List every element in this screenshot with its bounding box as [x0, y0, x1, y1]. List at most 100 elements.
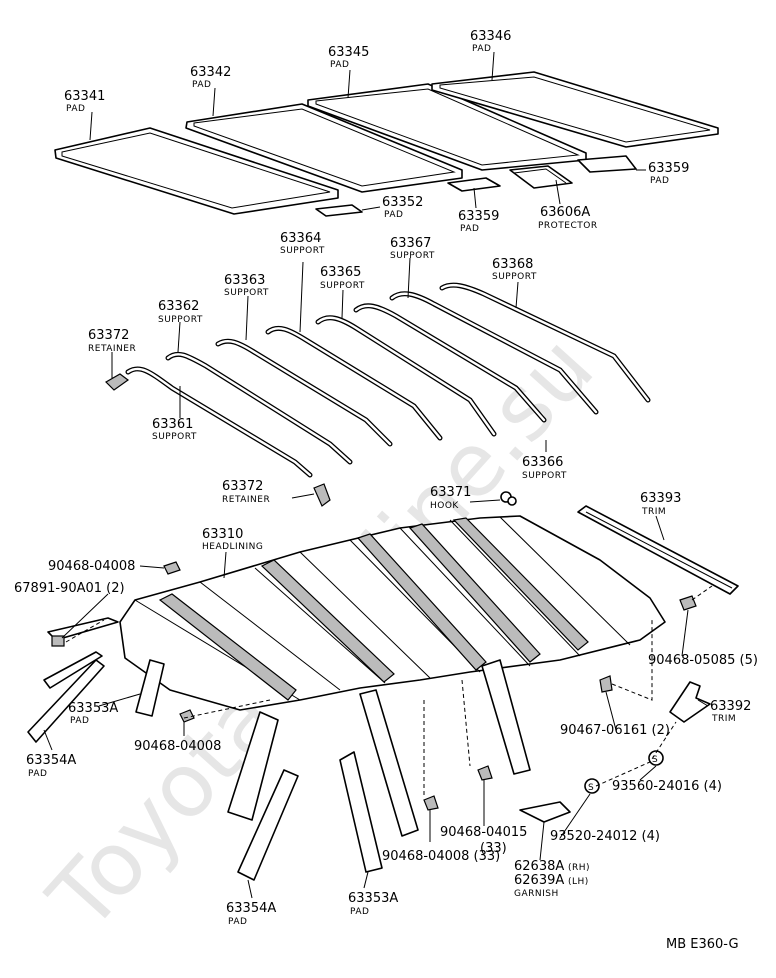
label-90468-04008-mid[interactable]: 90468-04008: [134, 739, 221, 754]
part-number: 63364: [280, 231, 321, 246]
part-number: 63346: [470, 29, 511, 44]
quantity: (33): [480, 841, 507, 856]
label-63361[interactable]: 63361 SUPPORT: [152, 417, 197, 442]
clip-67891-shape[interactable]: [51, 635, 65, 647]
support-63365-shape[interactable]: [315, 315, 497, 437]
part-number: 63359: [458, 209, 499, 224]
part-name: HOOK: [430, 501, 459, 511]
label-63359-right[interactable]: 63359 PAD: [648, 161, 689, 186]
pad-63359-right-shape[interactable]: [577, 155, 637, 173]
part-name: TRIM: [711, 714, 736, 724]
support-63363-shape[interactable]: [215, 338, 393, 447]
trim-63393-shape[interactable]: [577, 505, 739, 595]
support-63361-shape[interactable]: [125, 366, 313, 478]
label-63354a-bottom[interactable]: 63354A PAD: [226, 901, 276, 927]
pad-63354a-left-strip-shape[interactable]: [43, 651, 103, 689]
part-name: GARNISH: [514, 889, 559, 899]
part-number: 63372: [222, 479, 263, 494]
label-90467-06161[interactable]: 90467-06161 (2): [560, 723, 670, 738]
pad-63353a-bottom-shape[interactable]: [339, 751, 383, 873]
clip-90468-05085-shape[interactable]: [679, 595, 697, 611]
label-63354a-left[interactable]: 63354A PAD: [26, 753, 76, 779]
part-number: 63606A: [540, 205, 590, 220]
part-name: SUPPORT: [492, 272, 537, 282]
part-name: TRIM: [641, 507, 666, 517]
label-93520-24012[interactable]: 93520-24012 (4): [550, 829, 660, 844]
label-63353a-left[interactable]: 63353A PAD: [68, 701, 118, 726]
screw-93560-24016-icon[interactable]: S: [648, 750, 664, 766]
label-63353a-bottom[interactable]: 63353A PAD: [348, 891, 398, 917]
label-63371[interactable]: 63371 HOOK: [430, 485, 471, 511]
assembly-line: [65, 619, 105, 643]
label-garnish[interactable]: 62638A (RH) 62639A (LH) GARNISH: [514, 859, 590, 899]
part-name: PAD: [460, 224, 479, 234]
label-63606a[interactable]: 63606A PROTECTOR: [538, 205, 598, 231]
label-63368[interactable]: 63368 SUPPORT: [492, 257, 537, 282]
pad-63353a-center-shape[interactable]: [359, 689, 419, 837]
support-63364-shape[interactable]: [265, 325, 443, 441]
support-63367-shape[interactable]: [389, 291, 599, 415]
pad-63354a-pillar-shape[interactable]: [227, 711, 279, 821]
label-63367[interactable]: 63367 SUPPORT: [390, 236, 435, 261]
part-number-lh: 62639A: [514, 873, 564, 888]
label-93560-24016[interactable]: 93560-24016 (4): [612, 779, 722, 794]
retainer-63372-center-shape[interactable]: [313, 483, 331, 507]
label-63342[interactable]: 63342 PAD: [190, 65, 231, 90]
pad-63352-shape[interactable]: [315, 204, 363, 217]
label-63359[interactable]: 63359 PAD: [458, 209, 499, 234]
label-63365[interactable]: 63365 SUPPORT: [320, 265, 365, 291]
pad-63353a-leftmid-shape[interactable]: [135, 659, 165, 717]
support-63368-shape[interactable]: [439, 282, 651, 403]
label-63352[interactable]: 63352 PAD: [382, 195, 423, 220]
clip-90468-04015-shape[interactable]: [477, 765, 493, 781]
label-63345[interactable]: 63345 PAD: [328, 45, 369, 70]
part-name: SUPPORT: [224, 288, 269, 298]
part-number: 63365: [320, 265, 361, 280]
screw-90467-06161-shape[interactable]: [599, 675, 613, 693]
label-63393[interactable]: 63393 TRIM: [640, 491, 681, 517]
pad-63354a-bottom-shape[interactable]: [237, 769, 299, 881]
hook-63371-shape[interactable]: [500, 491, 517, 506]
pad-63359-shape[interactable]: [447, 177, 501, 192]
part-name: PAD: [350, 907, 369, 917]
pad-63354a-left-shape[interactable]: [27, 659, 105, 743]
label-63346[interactable]: 63346 PAD: [470, 29, 511, 54]
part-name: SUPPORT: [152, 432, 197, 442]
label-63372-center[interactable]: 63372 RETAINER: [222, 479, 270, 505]
label-63310[interactable]: 63310 HEADLINING: [202, 527, 263, 552]
leader-lines: [43, 51, 709, 899]
part-number: 63342: [190, 65, 231, 80]
clip-90468-04008-mid-shape[interactable]: [179, 709, 195, 723]
label-63366[interactable]: 63366 SUPPORT: [522, 455, 567, 481]
label-67891-90a01[interactable]: 67891-90A01 (2): [14, 581, 125, 596]
label-90468-04008-top[interactable]: 90468-04008: [48, 559, 135, 574]
support-63362-shape[interactable]: [165, 351, 353, 465]
label-90468-04008-bottom[interactable]: 90468-04008 (33): [382, 849, 500, 864]
retainer-63372-left-shape[interactable]: [105, 373, 130, 391]
label-90468-05085[interactable]: 90468-05085 (5): [648, 653, 758, 668]
part-number-rh: 62638A: [514, 859, 564, 874]
label-63362[interactable]: 63362 SUPPORT: [158, 299, 203, 325]
pad-63342-shape[interactable]: [185, 103, 463, 193]
diagram-code: MB E360-G: [666, 937, 739, 952]
label-63372-left[interactable]: 63372 RETAINER: [88, 328, 136, 354]
pad-63353a-rear-shape[interactable]: [481, 659, 531, 775]
clip-90468-04008-top-shape[interactable]: [163, 561, 181, 575]
label-63363[interactable]: 63363 SUPPORT: [224, 273, 269, 298]
headlining-63310-shape[interactable]: [119, 515, 666, 711]
label-63364[interactable]: 63364 SUPPORT: [280, 231, 325, 256]
pad-63346-shape[interactable]: [431, 71, 719, 148]
clip-90468-04008-bottom-shape[interactable]: [423, 795, 439, 811]
garnish-62638a-shape[interactable]: [519, 801, 571, 823]
pad-63341-shape[interactable]: [54, 127, 339, 215]
label-63341[interactable]: 63341 PAD: [64, 89, 105, 114]
label-63392[interactable]: 63392 TRIM: [710, 699, 751, 724]
label-90468-04015[interactable]: 90468-04015 (33): [440, 825, 527, 856]
support-63366-shape[interactable]: [353, 303, 547, 423]
trim-63392-shape[interactable]: [669, 681, 711, 723]
part-name: PAD: [70, 716, 89, 726]
part-name: PAD: [28, 769, 47, 779]
screw-93520-24012-icon[interactable]: S: [584, 778, 600, 794]
part-name: PAD: [192, 80, 211, 90]
part-number: 90468-04015: [440, 825, 527, 840]
